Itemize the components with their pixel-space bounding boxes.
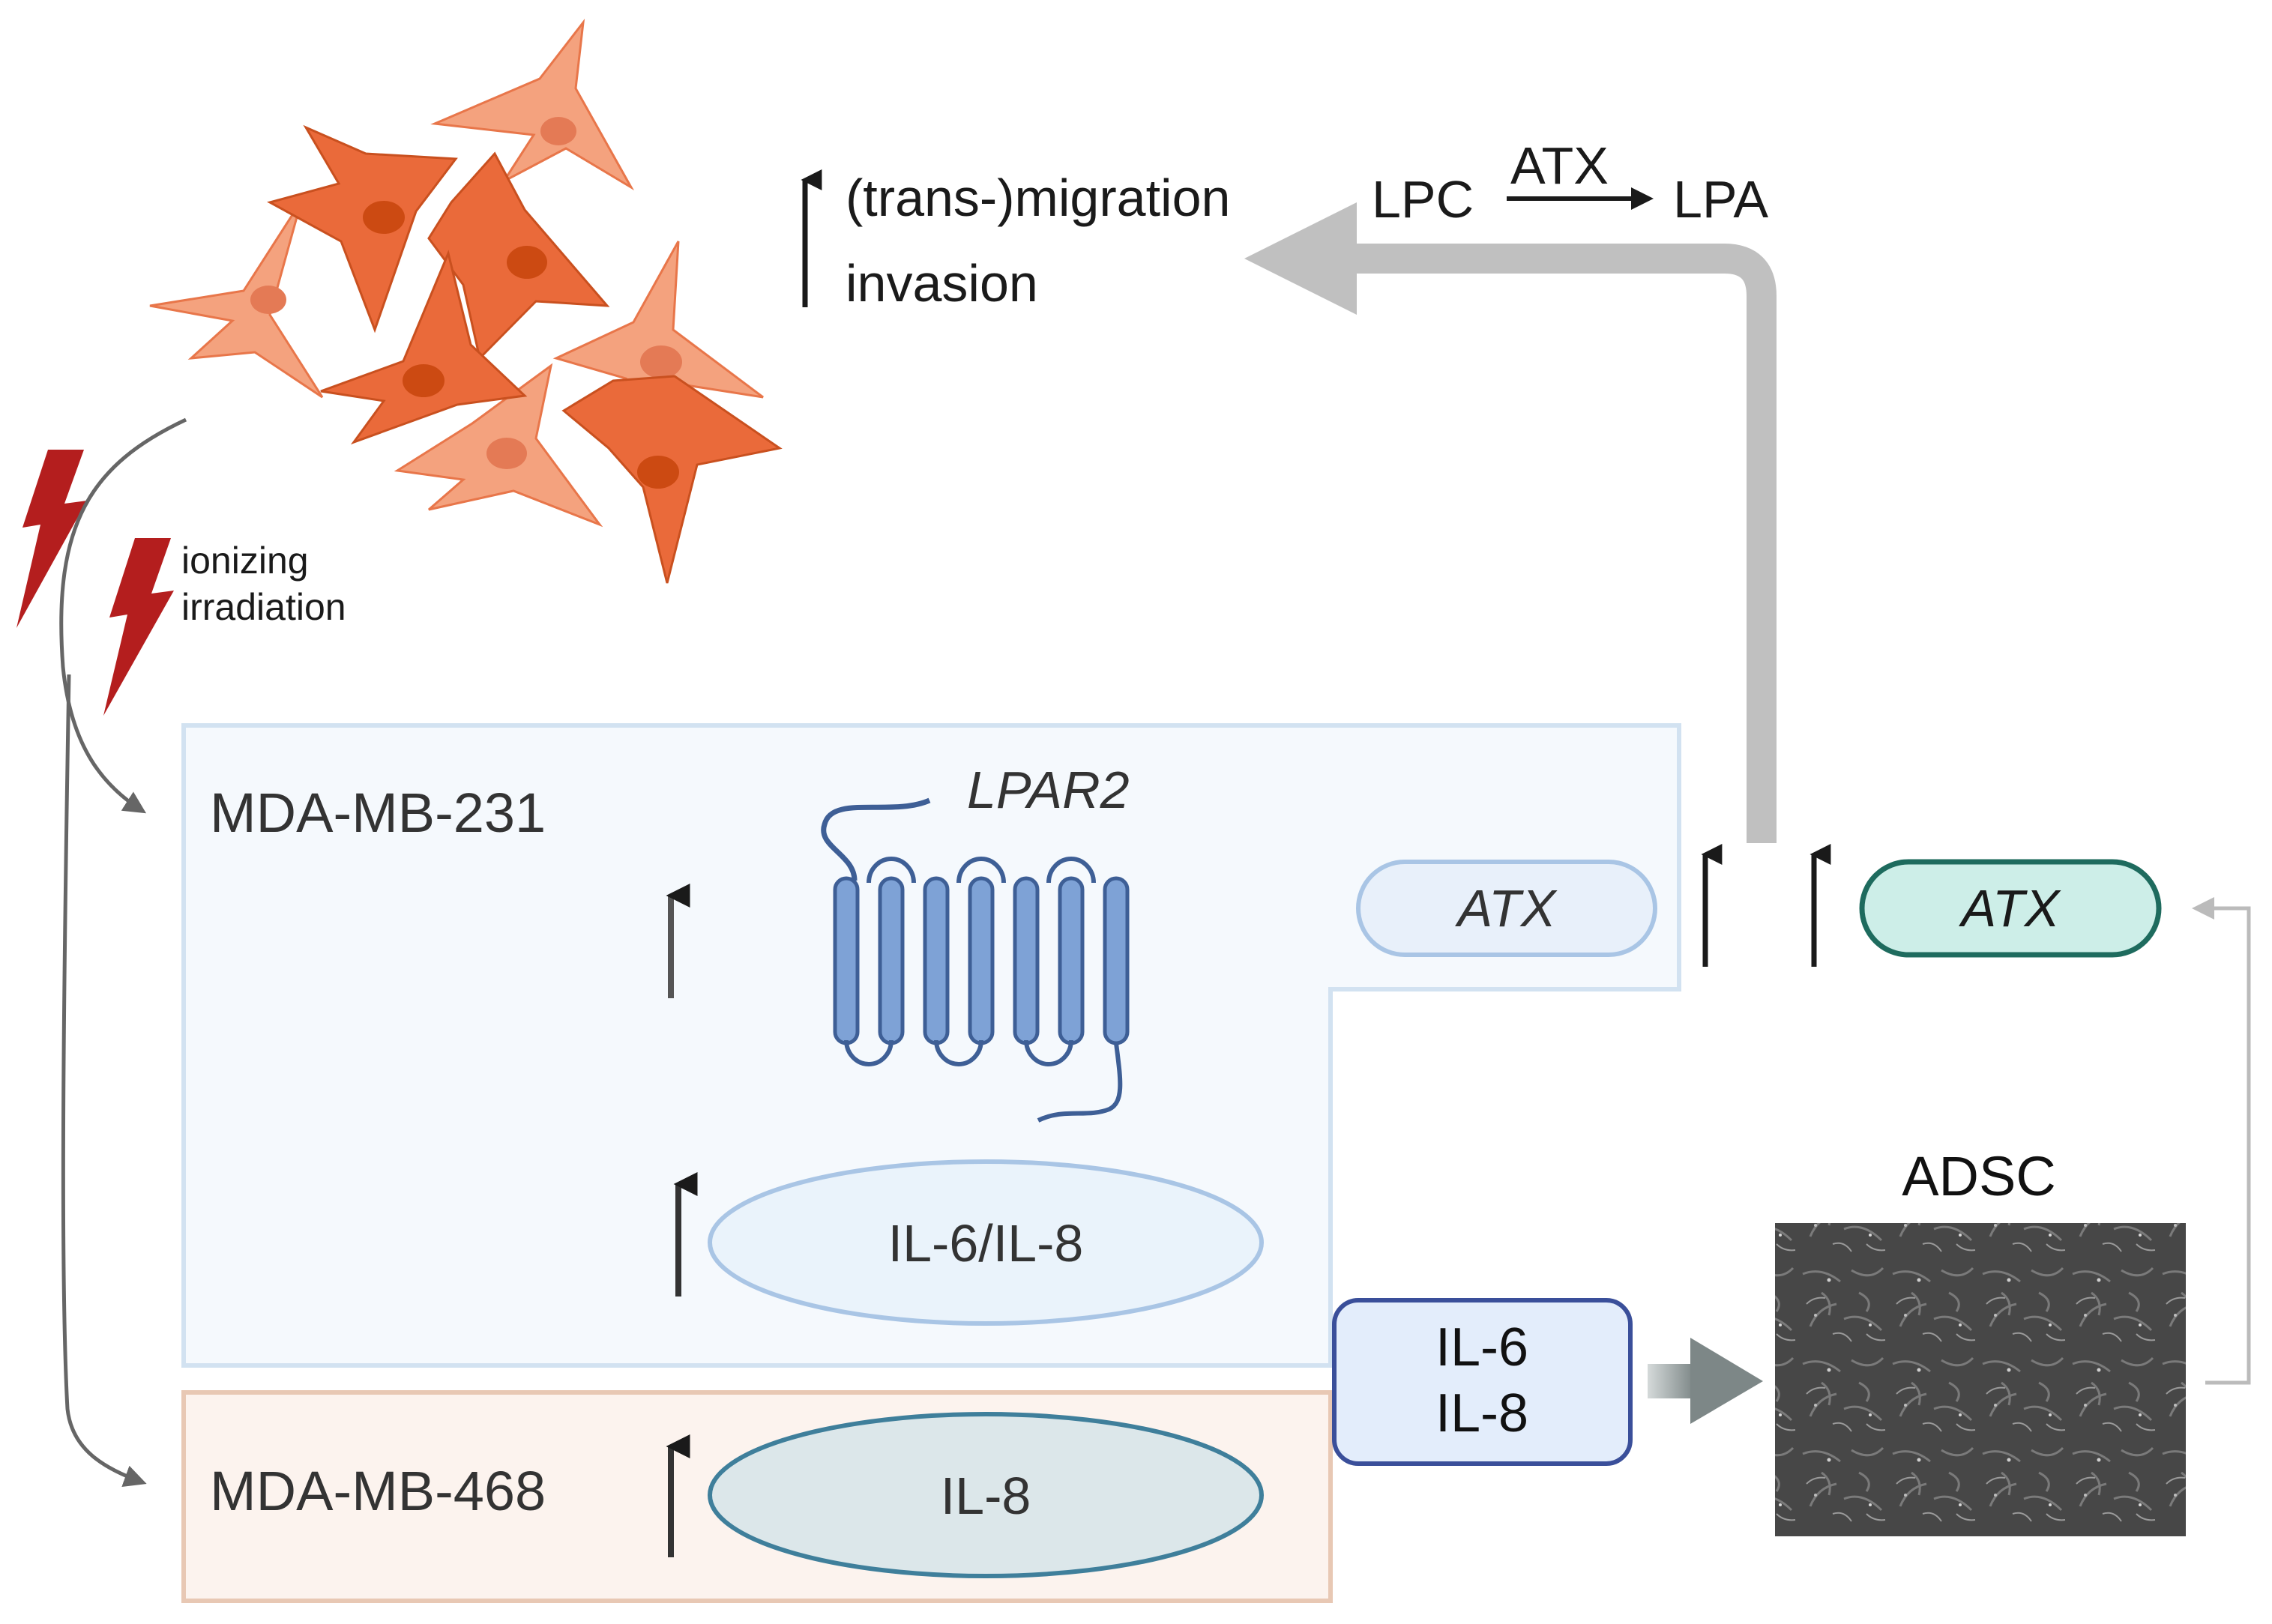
cancer-cell-icon	[430, 18, 635, 191]
flow-arrow-head	[1244, 202, 1357, 315]
irradiation-label-line1: ionizing	[181, 540, 309, 582]
reaction-product: LPA	[1673, 170, 1768, 229]
atx-231-pill	[1356, 860, 1657, 957]
cancer-cell-icon	[267, 124, 458, 333]
outcome-line2: invasion	[846, 254, 1038, 313]
cytokine-to-adsc-arrow	[1648, 1338, 1763, 1424]
cancer-cell-icon	[149, 200, 324, 399]
secreted-cytokine-2: IL-8	[1435, 1383, 1528, 1443]
irradiation-arrow-to-231	[59, 417, 187, 814]
mda-mb-468-label: MDA-MB-468	[210, 1460, 546, 1522]
atx-adsc-pill	[1859, 859, 2162, 958]
lpar2-receptor-icon	[821, 797, 1130, 1123]
irradiation-arrow-to-468	[61, 674, 147, 1487]
mda-mb-231-label: MDA-MB-231	[210, 782, 546, 844]
adsc-label: ADSC	[1902, 1145, 2056, 1207]
atx-to-migration-flow-arrow	[1346, 244, 1777, 843]
adsc-microscopy-image	[1775, 1223, 2186, 1536]
cancer-cell-icon	[427, 151, 610, 361]
il8-label: IL-8	[941, 1467, 1031, 1525]
mda-mb-231-panel	[181, 723, 1681, 1368]
cancer-cell-icon	[320, 250, 528, 445]
il8-ellipse	[708, 1412, 1264, 1578]
adsc-to-atx-feedback-arrow	[2192, 897, 2251, 1385]
lpar2-label: LPAR2	[967, 761, 1130, 819]
irradiation-label-line2: irradiation	[181, 586, 346, 628]
cancer-cell-cluster-icon	[149, 18, 783, 584]
reaction-enzyme: ATX	[1510, 136, 1609, 195]
cancer-cell-icon	[561, 375, 783, 584]
il6-il8-label: IL-6/IL-8	[888, 1214, 1084, 1273]
reaction-substrate: LPC	[1372, 170, 1474, 229]
il6-il8-ellipse	[708, 1159, 1264, 1326]
lightning-bolt-icon	[103, 538, 174, 716]
secreted-cytokines-box	[1332, 1298, 1633, 1466]
cancer-cell-icon	[394, 363, 603, 528]
lightning-bolt-icon	[16, 450, 87, 628]
atx-231-label: ATX	[1455, 879, 1558, 938]
secreted-cytokine-1: IL-6	[1435, 1317, 1528, 1377]
atx-adsc-label: ATX	[1959, 879, 2061, 938]
outcome-line1: (trans-)migration	[846, 169, 1230, 227]
